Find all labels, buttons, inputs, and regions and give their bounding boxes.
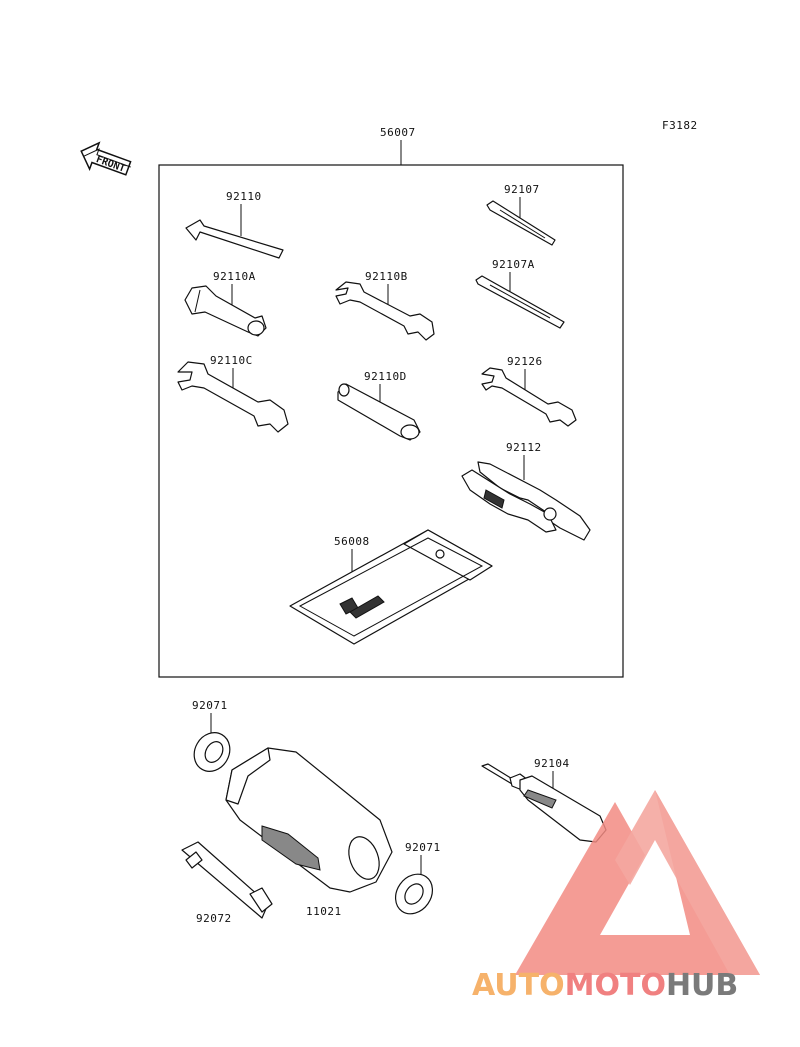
part-56008[interactable]: 56008 [289,529,493,645]
part-92104[interactable]: 92104 [481,757,607,843]
part-number-92110B: 92110B [365,270,408,283]
part-92072[interactable]: 92072 [181,841,273,925]
part-92071-lower[interactable]: 92071 [388,841,441,921]
part-number-92110: 92110 [226,190,262,203]
part-92107A[interactable]: 92107A [475,258,565,329]
part-92110A[interactable]: 92110A [184,270,267,337]
part-number-92104: 92104 [534,757,570,770]
part-number-56008: 56008 [334,535,370,548]
part-number-92112: 92112 [506,441,542,454]
watermark-triangle-icon [515,790,760,975]
part-number-92126: 92126 [507,355,543,368]
kit-box [158,164,624,678]
part-number-92110C: 92110C [210,354,253,367]
watermark-part1: AUTO [472,968,565,1003]
part-92110B[interactable]: 92110B [335,270,435,341]
part-92112[interactable]: 92112 [461,441,591,541]
part-11021[interactable]: 11021 [225,747,393,918]
part-92071-upper[interactable]: 92071 [187,699,236,778]
part-92110[interactable]: 92110 [185,190,284,259]
kit-number: 56007 [380,126,416,139]
figure-code: F3182 [662,119,698,132]
part-92126[interactable]: 92126 [481,355,577,427]
part-92107[interactable]: 92107 [486,183,556,246]
part-number-92071-lower: 92071 [405,841,441,854]
watermark: AUTOMOTOHUB [472,790,760,1003]
front-arrow-icon: FRONT [80,141,132,176]
part-number-92110D: 92110D [364,370,407,383]
part-number-92071-upper: 92071 [192,699,228,712]
part-number-92107: 92107 [504,183,540,196]
part-92110D[interactable]: 92110D [337,370,421,441]
watermark-part3: HUB [666,968,738,1003]
part-number-92107A: 92107A [492,258,535,271]
svg-text:AUTOMOTOHUB: AUTOMOTOHUB [472,968,738,1003]
part-number-92072: 92072 [196,912,232,925]
part-number-92110A: 92110A [213,270,256,283]
part-number-11021: 11021 [306,905,342,918]
watermark-part2: MOTO [565,968,666,1003]
part-92110C[interactable]: 92110C [177,354,289,433]
